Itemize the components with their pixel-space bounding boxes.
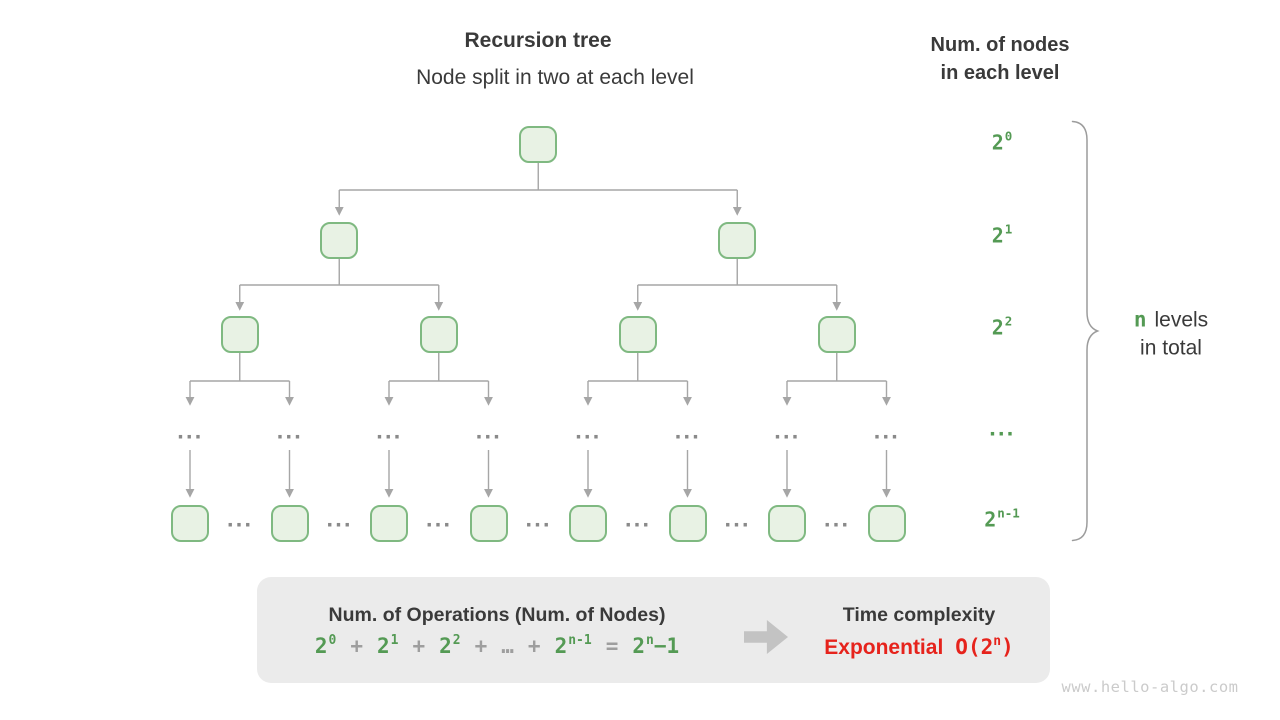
ellipsis-label: ... (276, 421, 303, 444)
watermark: www.hello-algo.com (1061, 678, 1239, 696)
right-panel-heading-line2: in each level (940, 62, 1060, 84)
complexity-column: Time complexity Exponential O(2n) (790, 599, 1048, 660)
tree-node (220, 316, 259, 353)
ellipsis-label: ... (674, 421, 701, 444)
tree-node-root (519, 126, 558, 163)
diagram-title: Recursion tree (464, 29, 612, 52)
ellipsis-label: ... (773, 421, 801, 444)
big-o-notation: O(2n) (955, 634, 1014, 659)
formula-term: 20 (314, 633, 337, 658)
level-count-exponent: 2 (1004, 313, 1013, 329)
formula-operator: + (527, 634, 541, 658)
formula-equals: = (605, 634, 619, 658)
level-count-base: 2 (991, 315, 1004, 340)
formula-ellipsis: … (501, 634, 514, 658)
ellipsis-separator: ... (226, 509, 253, 532)
level-count-label: 22 (991, 313, 1013, 340)
level-count-label: 2n-1 (984, 505, 1020, 532)
complexity-label: Exponential (824, 636, 944, 659)
complexity-value: Exponential O(2n) (824, 634, 1014, 660)
formula-operator: + (412, 634, 426, 658)
operations-column: Num. of Operations (Num. of Nodes) 20 + … (277, 599, 717, 658)
level-count-exponent: n-1 (997, 505, 1020, 521)
ellipsis-label: ... (176, 421, 204, 444)
level-count-ellipsis: ... (988, 418, 1016, 441)
brace-label-levels: levels (1154, 308, 1209, 332)
level-count-exponent: 1 (1004, 221, 1013, 237)
right-panel-heading: Num. of nodes in each level (931, 31, 1070, 87)
brace-label-line2: in total (1140, 336, 1202, 360)
ellipsis-separator: ... (326, 509, 353, 532)
time-complexity-title: Time complexity (842, 604, 996, 626)
ellipsis-separator: ... (624, 509, 651, 532)
tree-node (370, 505, 408, 542)
formula-operator: + (350, 634, 363, 658)
tree-node (320, 222, 359, 259)
levels-brace (1071, 120, 1100, 542)
tree-node (569, 505, 607, 542)
tree-node (668, 505, 707, 542)
tree-node (768, 505, 806, 542)
level-count-base: 2 (991, 223, 1004, 248)
summary-box (257, 577, 1050, 683)
tree-node (270, 505, 309, 542)
formula-term: 22 (439, 633, 461, 658)
ellipsis-label: ... (574, 421, 602, 444)
ellipsis-separator: ... (425, 509, 452, 532)
tree-node (718, 222, 757, 259)
formula-term: 21 (376, 633, 399, 658)
tree-node (867, 505, 906, 542)
formula-operator: + (474, 634, 488, 658)
ellipsis-separator: ... (525, 509, 552, 532)
level-count-base: 2 (991, 130, 1004, 155)
operations-title: Num. of Operations (Num. of Nodes) (328, 604, 666, 626)
tree-node (419, 316, 458, 353)
tree-node (618, 316, 657, 353)
level-count-label: 21 (991, 221, 1013, 248)
ellipsis-label: ... (475, 421, 502, 444)
n-variable: n (1133, 307, 1147, 332)
formula-term: 2n-1 (554, 633, 592, 658)
ellipsis-separator: ... (823, 509, 850, 532)
operations-formula: 20 + 21 + 22 + … + 2n-1 = 2n−1 (314, 633, 680, 658)
ellipsis-label: ... (873, 421, 900, 444)
formula-result: 2n−1 (632, 633, 680, 658)
ellipsis-separator: ... (724, 509, 751, 532)
tree-node (171, 505, 209, 542)
level-count-base: 2 (984, 507, 997, 532)
tree-node (817, 316, 856, 353)
ellipsis-label: ... (375, 421, 403, 444)
right-panel-heading-line1: Num. of nodes (930, 34, 1070, 56)
diagram-subtitle: Node split in two at each level (416, 66, 694, 89)
tree-node (469, 505, 508, 542)
level-count-label: 20 (991, 128, 1013, 155)
level-count-exponent: 0 (1004, 128, 1013, 144)
